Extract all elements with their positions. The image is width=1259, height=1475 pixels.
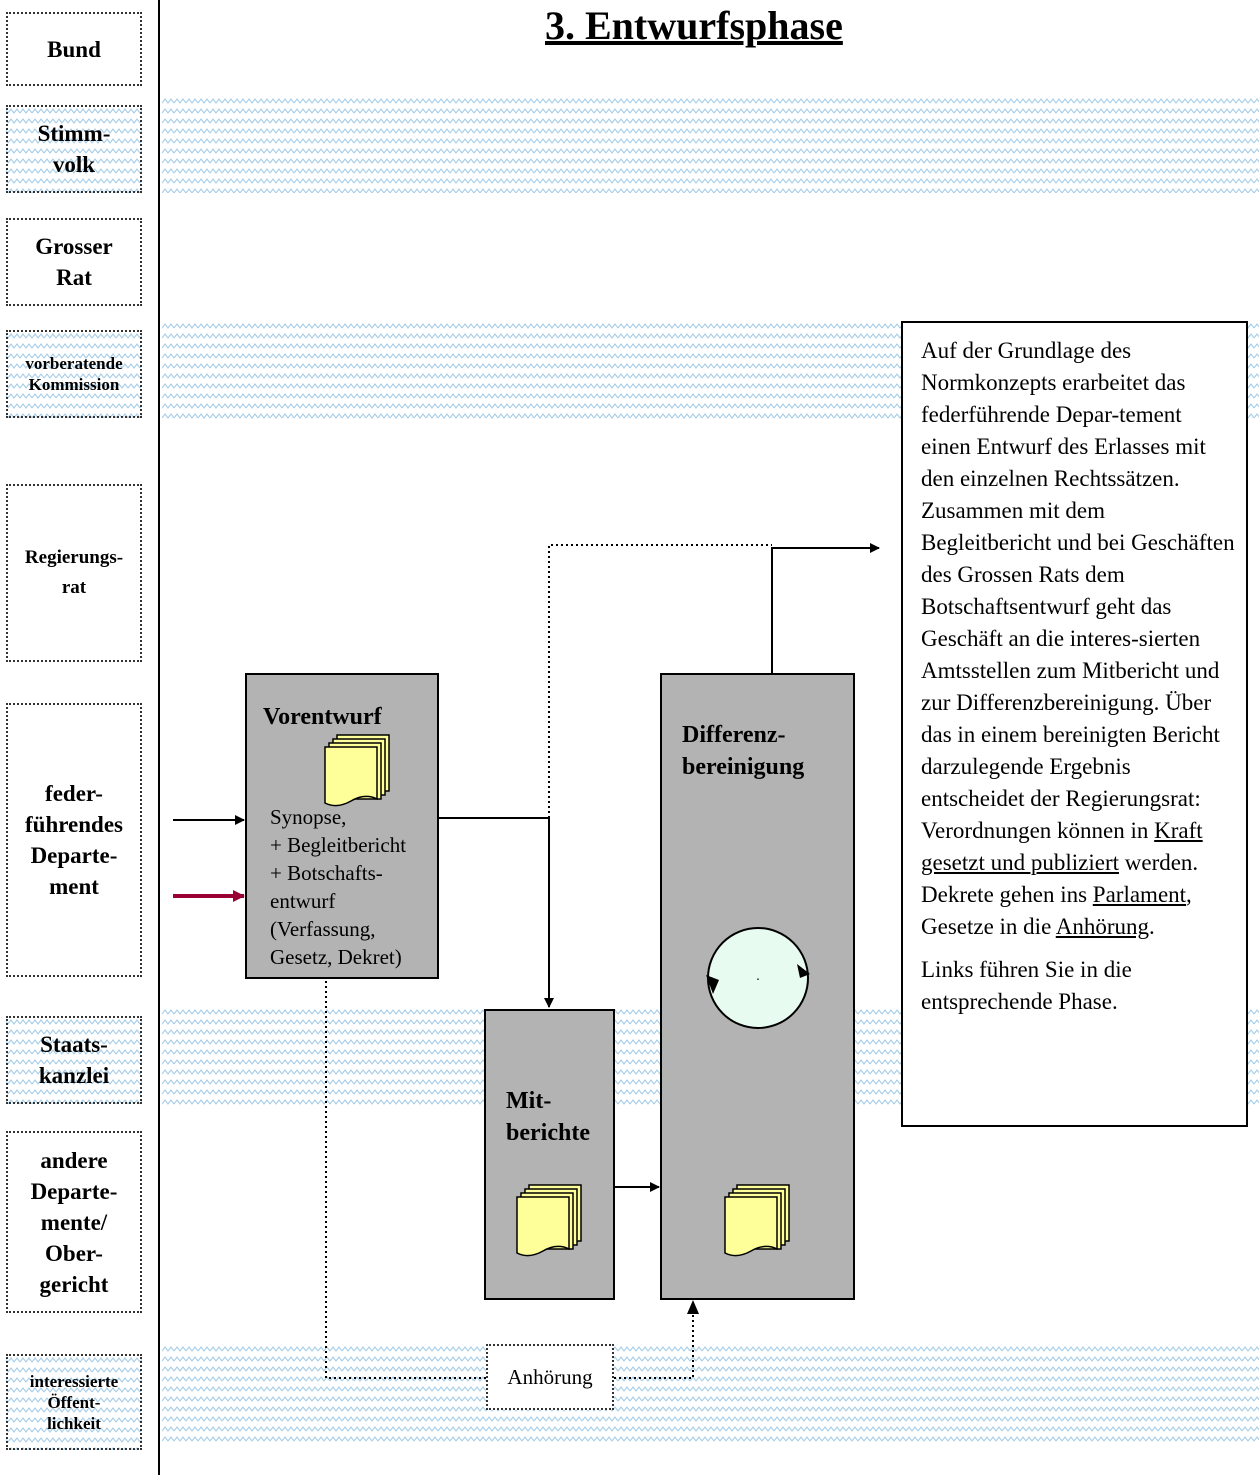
band-stimmvolk — [162, 97, 1259, 193]
dotted-upper-connector — [548, 544, 772, 818]
lane-label-regierungsrat[interactable]: Regierungs- rat — [6, 484, 142, 662]
band-oeffentlichkeit — [162, 1345, 1259, 1443]
vorentwurf-to-mitberichte-arrow — [439, 817, 554, 1008]
description-links-note: Links führen Sie in die entsprechende Ph… — [921, 957, 1132, 1014]
page-title: 3. Entwurfsphase — [545, 3, 843, 48]
lane-divider — [158, 0, 160, 1475]
description-box: Auf der Grundlage des Normkonzepts erarb… — [901, 321, 1248, 1127]
vorentwurf-title: Vorentwurf — [263, 704, 382, 730]
mitberichte-title: Mit- berichte — [506, 1088, 590, 1146]
anhoerung-arrowhead-icon — [687, 1300, 699, 1314]
lane-label-bund[interactable]: Bund — [6, 12, 142, 86]
document-stack-icon — [724, 1184, 790, 1257]
document-stack-icon — [516, 1184, 582, 1257]
mitberichte-box[interactable]: Mit- berichte — [484, 1009, 615, 1300]
lane-label-grosser-rat[interactable]: Grosser Rat — [6, 218, 142, 306]
lane-label-oeffentlichkeit[interactable]: interessierte Öffent- lichkeit — [6, 1354, 142, 1450]
cycle-icon: . — [706, 927, 810, 1029]
lane-label-federfuehrendes-departement[interactable]: feder- führendes Departe- ment — [6, 703, 142, 977]
cycle-center-dot: . — [756, 969, 760, 984]
vorentwurf-box[interactable]: Vorentwurf Synopse, + Begleitbericht + B… — [245, 673, 439, 979]
document-stack-icon — [324, 734, 390, 807]
link-anhoerung[interactable]: Anhörung — [1055, 914, 1150, 939]
link-parlament[interactable]: Parlament — [1092, 882, 1187, 907]
link-kraft-gesetzt[interactable]: Kraft gesetzt und publiziert — [921, 818, 1203, 875]
lane-label-staatskanzlei[interactable]: Staats- kanzlei — [6, 1016, 142, 1104]
description-paragraph: Auf der Grundlage des Normkonzepts erarb… — [921, 338, 1235, 939]
lane-label-kommission[interactable]: vorberatende Kommission — [6, 330, 142, 418]
vorentwurf-text: Synopse, + Begleitbericht + Botschafts- … — [270, 805, 407, 969]
lane-label-stimmvolk[interactable]: Stimm- volk — [6, 105, 142, 193]
anhoerung-link[interactable]: Anhörung — [486, 1344, 614, 1410]
differenzbereinigung-title: Differenz- bereinigung — [682, 722, 805, 780]
differenz-to-description-arrow — [771, 543, 880, 673]
dotted-anhoerung-to-differenz — [614, 1303, 694, 1379]
dotted-vorentwurf-to-anhoerung — [325, 981, 486, 1379]
lane-label-andere-departemente[interactable]: andere Departe- mente/ Ober- gericht — [6, 1131, 142, 1313]
